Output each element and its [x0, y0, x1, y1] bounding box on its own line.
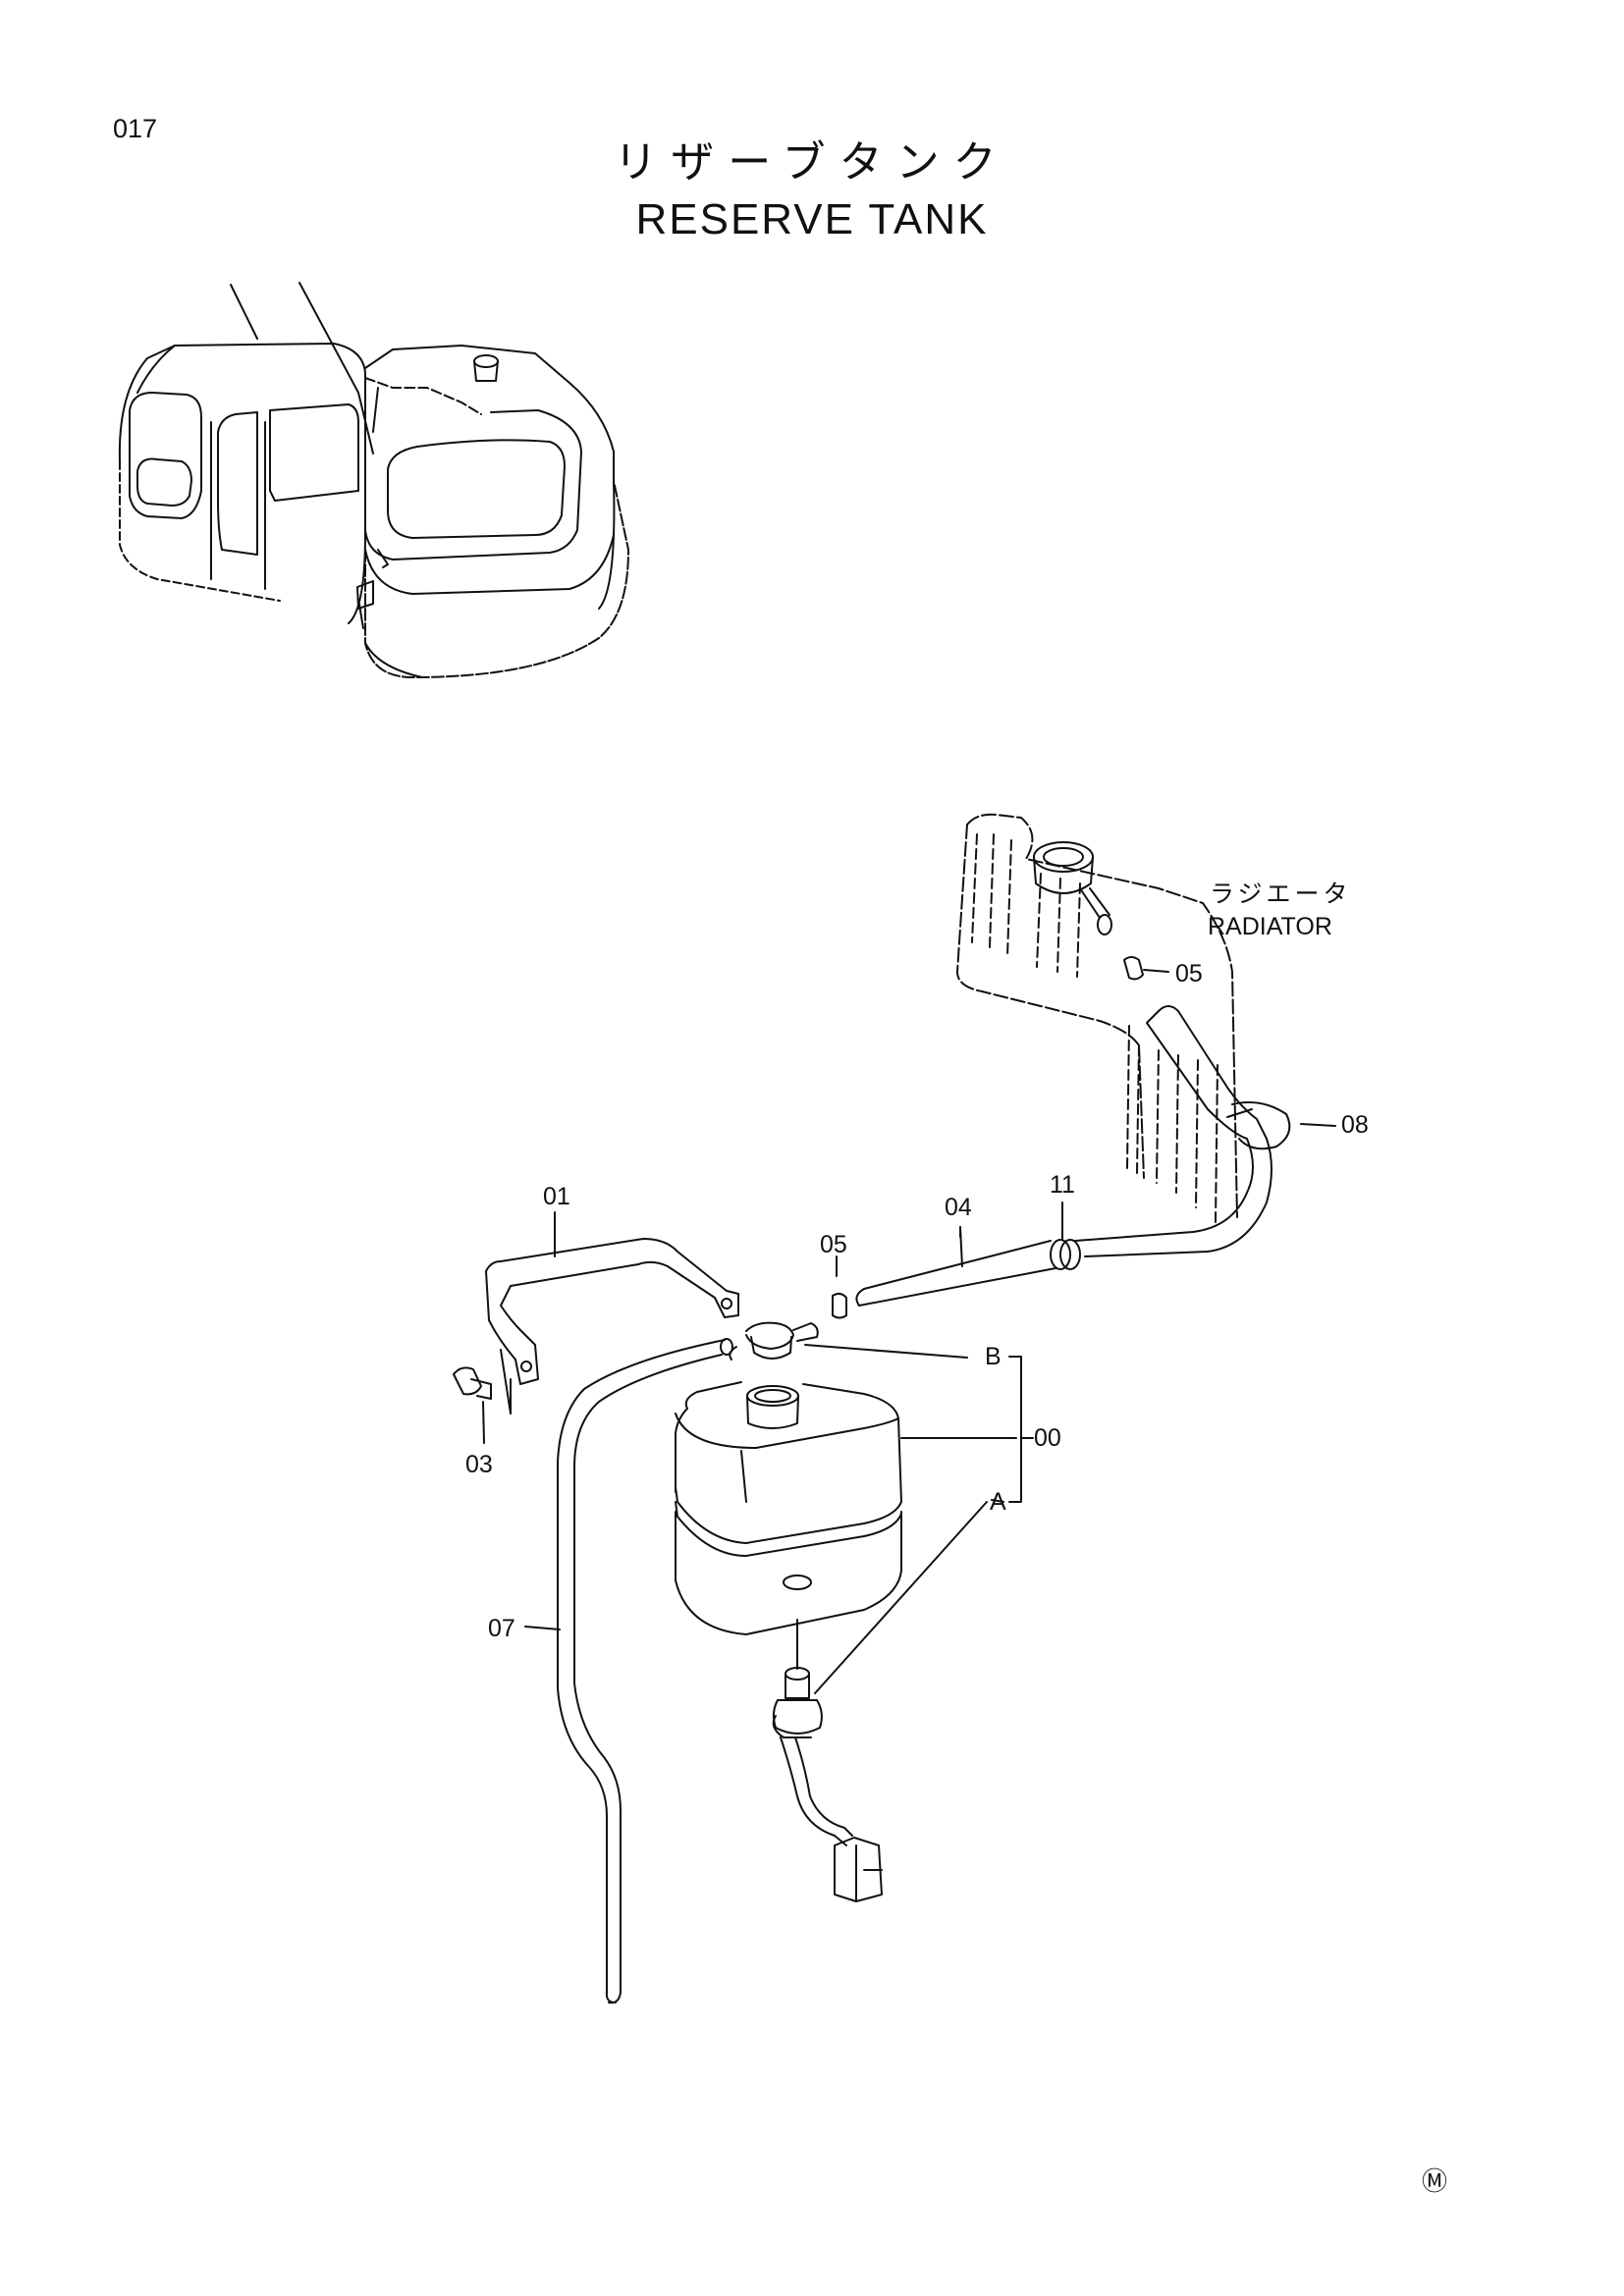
callout-05-radiator: 05	[1175, 960, 1203, 988]
callout-03: 03	[465, 1451, 493, 1478]
callout-01: 01	[543, 1183, 570, 1210]
callout-04: 04	[945, 1194, 972, 1221]
page-number: 017	[113, 114, 158, 143]
excavator-overview	[118, 282, 629, 678]
callout-07: 07	[488, 1615, 515, 1642]
bolt-03	[453, 1366, 492, 1444]
callout-08: 08	[1341, 1111, 1369, 1139]
title-english: RESERVE TANK	[635, 195, 989, 243]
callout-00: 00	[1034, 1424, 1061, 1452]
hose-07	[524, 1338, 733, 2004]
callout-05-tank: 05	[820, 1231, 847, 1258]
callout-a: A	[990, 1488, 1006, 1516]
title-japanese: リザーブタンク	[614, 137, 1010, 187]
reserve-tank-00	[675, 1381, 1017, 1635]
bracket-01	[485, 1211, 739, 1415]
leader-brackets	[814, 1356, 1034, 1694]
callout-11: 11	[1050, 1171, 1075, 1199]
radiator-illustration	[855, 813, 1336, 1307]
radiator-label-japanese: ラジエータ	[1210, 880, 1352, 908]
radiator-label-english: RADIATOR	[1208, 913, 1332, 940]
tank-cap-b	[729, 1255, 968, 1361]
corner-mark: Ⓜ	[1422, 2167, 1448, 2197]
level-sensor-a	[772, 1619, 883, 1902]
callout-b: B	[985, 1343, 1001, 1370]
